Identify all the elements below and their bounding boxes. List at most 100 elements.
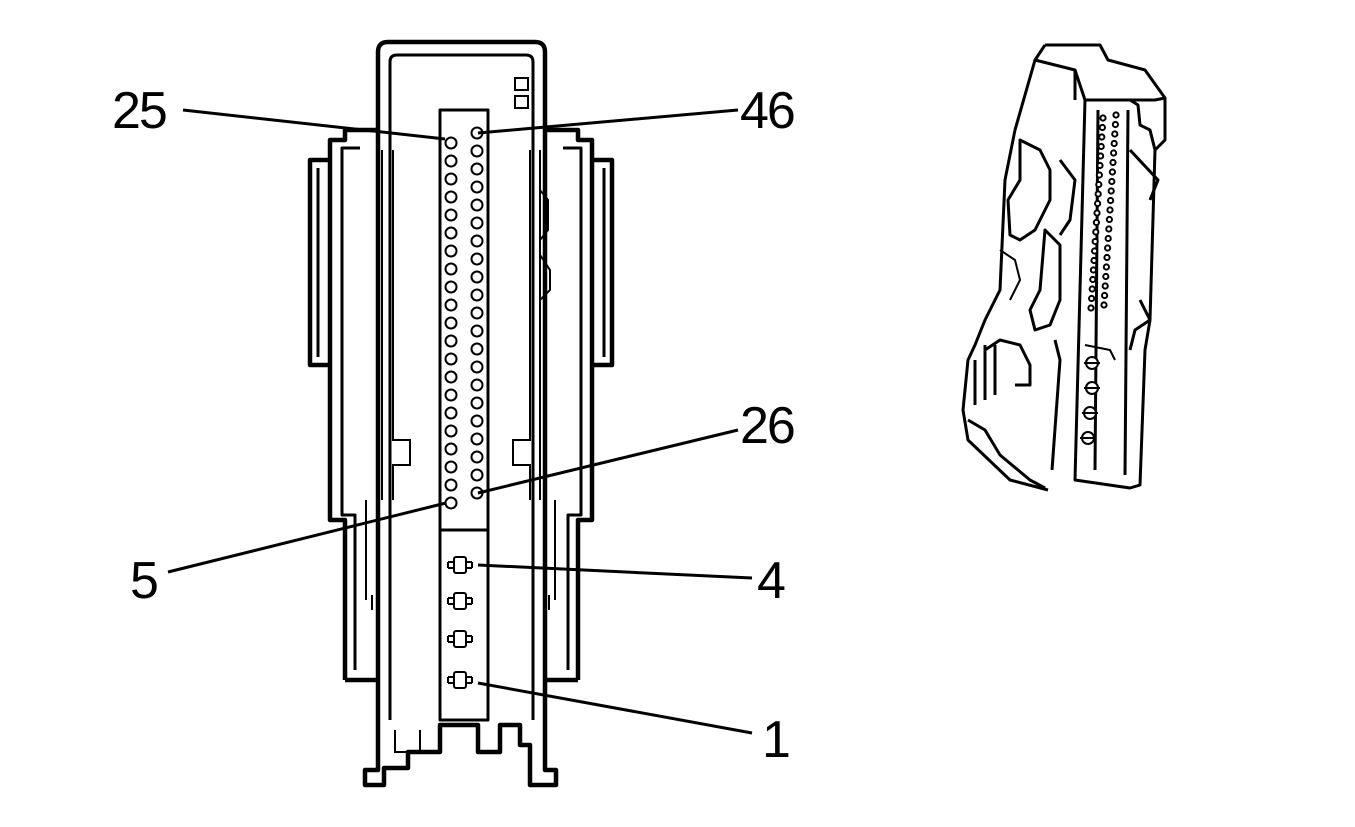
callout-leaders: [167, 108, 753, 735]
iso-signal-pin-right-row: [1102, 263, 1111, 271]
signal-pin-right-row: [470, 414, 484, 428]
iso-signal-pin-left-row: [1098, 133, 1106, 141]
signal-pin-left-row: [444, 334, 458, 348]
signal-pin-left-row: [444, 460, 458, 474]
leader-1: [477, 681, 753, 735]
iso-signal-pin-right-row: [1110, 149, 1118, 157]
signal-pin-left-row: [444, 370, 458, 384]
power-terminal: [447, 556, 473, 574]
signal-pin-right-row: [470, 378, 484, 392]
signal-pin-left-row: [444, 316, 458, 330]
callout-label-46: 46: [740, 82, 794, 140]
iso-signal-pin-right-row: [1107, 187, 1115, 195]
iso-signal-pin-left-row: [1094, 190, 1102, 198]
leader-26: [477, 428, 739, 495]
signal-pin-right-row: [470, 306, 484, 320]
iso-signal-pin-right-row: [1109, 158, 1117, 167]
iso-signal-pin-right-row: [1101, 291, 1109, 300]
signal-pin-left-row: [444, 208, 458, 222]
iso-signal-pin-right-row: [1112, 111, 1120, 119]
isometric-pin-array: [1087, 111, 1120, 312]
signal-pin-left-row: [444, 136, 458, 150]
signal-pin-right-row: [470, 162, 484, 176]
iso-signal-pin-left-row: [1095, 180, 1103, 189]
iso-signal-pin-right-row: [1100, 301, 1108, 309]
iso-signal-pin-left-row: [1089, 275, 1097, 284]
signal-pin-right-row: [470, 234, 484, 248]
iso-signal-pin-right-row: [1108, 177, 1116, 186]
signal-pin-left-row: [444, 244, 458, 258]
signal-pin-right-row: [470, 252, 484, 266]
iso-signal-pin-left-row: [1087, 304, 1095, 312]
signal-pin-left-row: [444, 424, 458, 438]
signal-pin-right-row: [470, 450, 484, 464]
power-terminal: [447, 592, 473, 610]
signal-pin-right-row: [470, 288, 484, 302]
leader-25: [182, 108, 446, 141]
signal-pin-right-row: [470, 144, 484, 158]
iso-signal-pin-left-row: [1088, 285, 1096, 293]
iso-signal-pin-right-row: [1110, 139, 1118, 148]
signal-pin-left-row: [444, 478, 458, 492]
signal-pin-right-row: [470, 324, 484, 338]
iso-signal-pin-left-row: [1092, 228, 1100, 236]
signal-pin-left-row: [444, 496, 458, 510]
iso-signal-pin-left-row: [1097, 142, 1105, 151]
signal-pin-right-row: [470, 180, 484, 194]
callout-label-26: 26: [740, 397, 794, 455]
signal-pin-right-row: [470, 432, 484, 446]
signal-pin-left-row: [444, 262, 458, 276]
signal-pin-right-row: [470, 342, 484, 356]
iso-signal-pin-right-row: [1104, 244, 1112, 252]
iso-signal-pin-left-row: [1089, 266, 1098, 274]
power-terminal: [1082, 406, 1098, 420]
power-terminal: [1080, 431, 1096, 445]
iso-signal-pin-left-row: [1091, 237, 1099, 246]
iso-signal-pin-left-row: [1099, 114, 1107, 122]
iso-signal-pin-left-row: [1096, 161, 1104, 170]
iso-signal-pin-right-row: [1105, 225, 1113, 233]
iso-signal-pin-left-row: [1090, 256, 1098, 265]
iso-signal-pin-right-row: [1105, 215, 1114, 224]
power-terminal: [447, 671, 473, 689]
iso-signal-pin-left-row: [1095, 171, 1104, 179]
iso-signal-pin-left-row: [1093, 209, 1101, 217]
signal-pin-left-row: [444, 442, 458, 456]
iso-signal-pin-right-row: [1111, 130, 1119, 138]
signal-pin-right-row: [470, 270, 484, 284]
isometric-power-terminals: [1080, 356, 1100, 445]
iso-signal-pin-right-row: [1108, 168, 1117, 176]
iso-signal-pin-right-row: [1103, 253, 1111, 262]
callout-label-25: 25: [112, 82, 166, 140]
iso-signal-pin-left-row: [1097, 152, 1105, 160]
iso-signal-pin-left-row: [1088, 294, 1096, 303]
signal-pin-left-row: [444, 280, 458, 294]
callout-labels: 25 46 26 5 4 1: [112, 82, 796, 769]
power-terminal: [1084, 356, 1100, 370]
callout-label-5: 5: [130, 552, 157, 610]
connector-isometric-view: [961, 43, 1167, 492]
power-terminal: [1084, 381, 1100, 395]
signal-pin-right-row: [470, 396, 484, 410]
signal-pin-left-row: [444, 406, 458, 420]
signal-pin-right-row: [470, 468, 484, 482]
iso-signal-pin-right-row: [1106, 206, 1114, 214]
iso-signal-pin-left-row: [1091, 247, 1099, 255]
signal-pin-right-row: [470, 198, 484, 212]
callout-label-1: 1: [762, 711, 789, 769]
leader-4: [477, 563, 753, 580]
leader-5: [167, 501, 447, 574]
power-terminal-array: [447, 556, 473, 689]
iso-signal-pin-right-row: [1107, 196, 1115, 205]
iso-signal-pin-right-row: [1104, 234, 1112, 243]
callout-label-4: 4: [757, 552, 785, 610]
signal-pin-left-row: [444, 172, 458, 186]
iso-signal-pin-right-row: [1102, 272, 1110, 281]
signal-pin-right-row: [470, 216, 484, 230]
iso-signal-pin-left-row: [1092, 218, 1101, 227]
signal-pin-array: [444, 126, 484, 510]
signal-pin-right-row: [470, 360, 484, 374]
signal-pin-left-row: [444, 298, 458, 312]
signal-pin-left-row: [444, 388, 458, 402]
